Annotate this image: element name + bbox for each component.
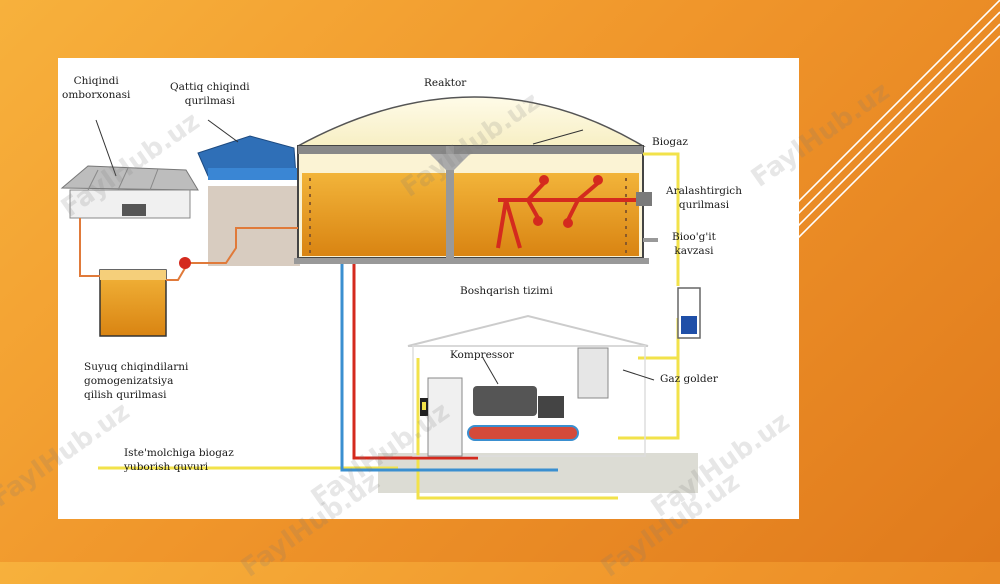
heating-pipes: [340, 264, 558, 472]
feed-pipes: [79, 218, 298, 281]
label-liquid-waste-unit: Suyuq chiqindilarni gomogenizatsiya qili…: [84, 361, 189, 401]
pointer-compressor: [482, 357, 499, 385]
label-compressor: Kompressor: [450, 349, 514, 361]
pointer-solid-waste: [207, 119, 239, 143]
liquid-waste-tank: [99, 269, 167, 337]
gas-holder-gauge: [677, 287, 701, 339]
label-gas-holder: Gaz golder: [660, 373, 718, 385]
waste-storage-building: [60, 165, 199, 219]
ground-slab: [378, 453, 698, 493]
label-bio-fertilizer: Bioo'g'it kavzasi: [672, 231, 716, 257]
earth-berm: [208, 186, 300, 266]
label-consumer-pipe: Iste'molchiga biogaz yuborish quvuri: [124, 447, 234, 473]
pointer-gas-holder: [622, 369, 655, 381]
label-reactor: Reaktor: [424, 77, 467, 89]
compressor-building: [407, 314, 649, 457]
mixer-assembly: [496, 175, 638, 249]
label-biogas: Biogaz: [652, 136, 688, 148]
label-solid-waste-unit: Qattiq chiqindi qurilmasi: [170, 81, 250, 107]
pointer-waste-storage: [95, 119, 117, 177]
label-heating-system: Boshqarish tizimi: [460, 285, 553, 297]
solid-waste-feeder: [197, 135, 307, 187]
biogas-diagram: [60, 96, 701, 500]
feed-pump: [179, 257, 191, 269]
mixer-motor: [636, 192, 652, 206]
pointer-biogas: [532, 129, 584, 145]
biogas-diagram-panel: Chiqindi omborxonasi Qattiq chiqindi qur…: [58, 58, 799, 519]
label-waste-storage: Chiqindi omborxonasi: [62, 75, 131, 101]
label-mixer: Aralashtirgich qurilmasi: [666, 185, 742, 211]
